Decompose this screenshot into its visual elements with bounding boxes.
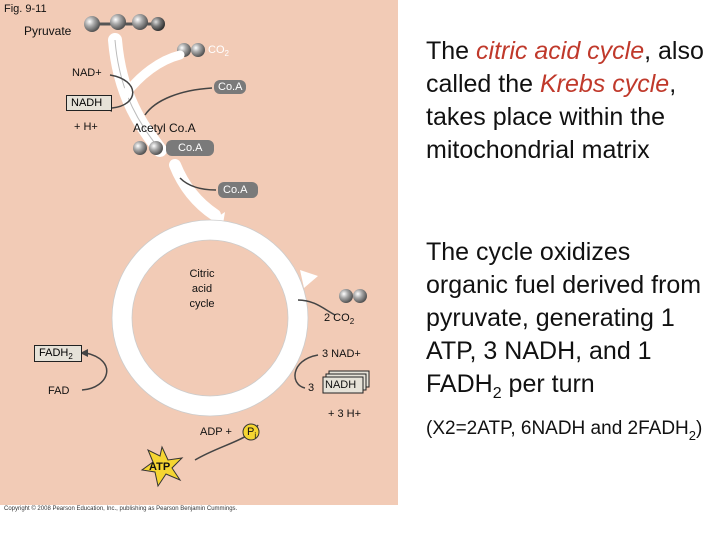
- nad-plus-label: NAD+: [72, 67, 102, 79]
- coa-label-3: Co.A: [223, 184, 248, 196]
- co2-release-arrow: [120, 50, 185, 100]
- figure-label: Fig. 9-11: [4, 3, 47, 15]
- fad-arrow-head: [80, 349, 88, 357]
- nadh-stack: [322, 370, 370, 394]
- description-paragraph-1: The citric acid cycle, also called the K…: [426, 37, 704, 164]
- coa-entry-arrow: [144, 87, 213, 116]
- nad-reduction-arrow-right: [294, 354, 319, 389]
- coa-label-2: Co.A: [178, 142, 203, 154]
- co2-top-label: CO2: [208, 44, 229, 59]
- cycle-label-line2: acid: [191, 283, 213, 295]
- citric-acid-cycle-term: citric acid cycle: [476, 37, 645, 65]
- acetyl-coa-label: Acetyl Co.A: [133, 121, 196, 135]
- coa-label-1: Co.A: [214, 80, 247, 94]
- three-nad-label: 3 NAD+: [322, 348, 361, 360]
- three-h-plus-label: + 3 H+: [328, 408, 362, 420]
- atp-label: ATP: [149, 461, 171, 473]
- three-label: 3: [308, 382, 315, 394]
- pyruvate-molecule: [84, 14, 165, 32]
- diagram-panel: [0, 0, 398, 505]
- fadh2-box: FADH2: [34, 345, 82, 362]
- nadh-top-box: NADH: [66, 95, 112, 111]
- nadh-bottom-label: NADH: [325, 379, 357, 391]
- two-co2-label: 2 CO2: [324, 312, 355, 327]
- krebs-cycle-term: Krebs cycle: [539, 70, 670, 98]
- atp-star: [140, 445, 184, 488]
- cycle-label-line3: cycle: [189, 298, 215, 310]
- adp-plus-label: ADP +: [200, 426, 232, 438]
- two-co2-molecules: [297, 289, 367, 316]
- acetyl-to-cycle-arrow: [169, 159, 221, 221]
- acetyl-coa-molecule: [133, 140, 214, 156]
- h-plus-top-label: + H+: [74, 121, 98, 133]
- phosphate-circle: [242, 423, 260, 441]
- nad-reduction-arrow: [109, 74, 134, 109]
- pyruvate-label: Pyruvate: [24, 24, 72, 38]
- citric-acid-cycle-ring: [111, 219, 318, 417]
- fad-label: FAD: [48, 385, 70, 397]
- cycle-label-line1: Citric: [189, 268, 215, 280]
- copyright-text: Copyright © 2008 Pearson Education, Inc.…: [4, 506, 238, 512]
- phosphate-label: Pi: [247, 426, 257, 441]
- fad-reduction-arrow: [81, 352, 108, 391]
- coa-released: [179, 177, 258, 198]
- description-paragraph-2: The cycle oxidizes organic fuel derived …: [426, 238, 703, 443]
